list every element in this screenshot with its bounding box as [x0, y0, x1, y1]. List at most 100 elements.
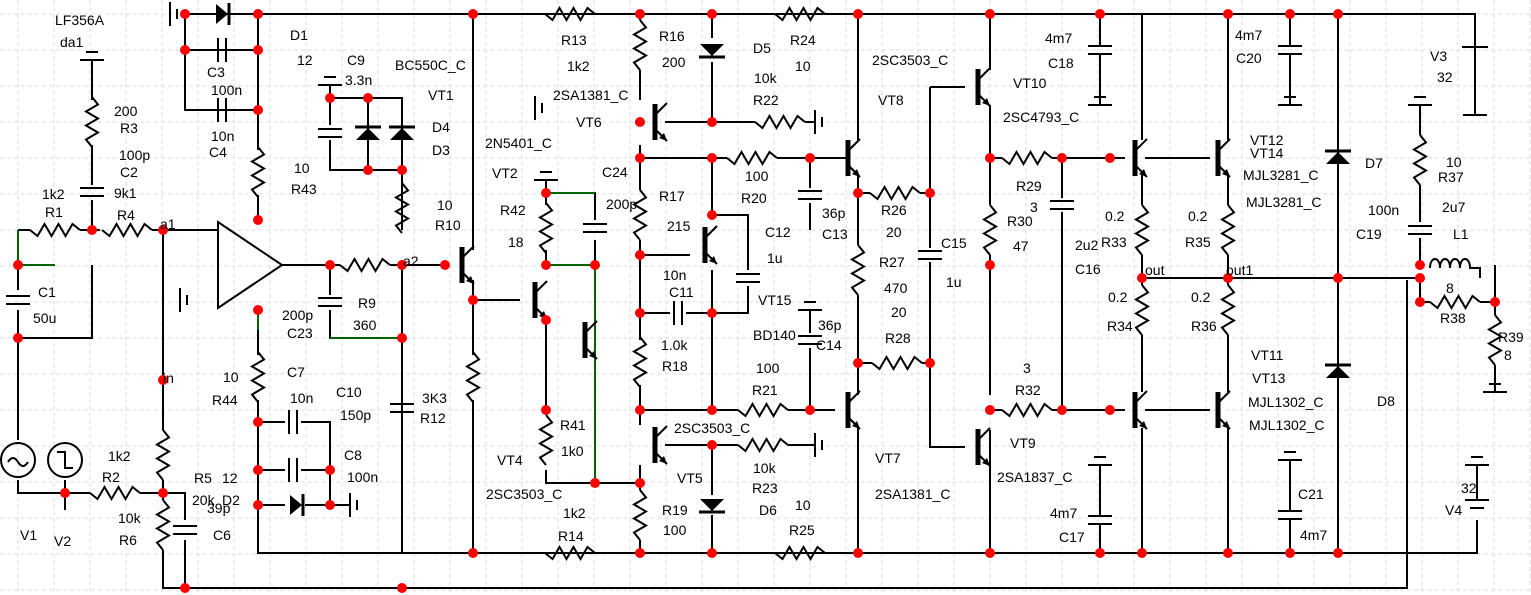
components: [0, 2, 1507, 561]
component-label: C9: [347, 52, 365, 68]
transistor-symbol: [704, 225, 718, 239]
component-label: D5: [753, 40, 771, 56]
component-label: 1u: [767, 250, 783, 266]
transistor-arrow: [1139, 169, 1147, 177]
transistor-arrow: [1222, 169, 1230, 177]
wire: [17, 480, 66, 494]
resistor-symbol: [544, 545, 596, 561]
component-label: 1k2: [42, 186, 65, 202]
junction-dot: [635, 405, 645, 415]
junction-dot: [325, 260, 335, 270]
resistor-symbol: [850, 244, 866, 296]
transistor-arrow: [982, 98, 990, 106]
component-label: 4m7: [1050, 505, 1077, 521]
junctions: [13, 9, 1500, 593]
component-label: R19: [662, 502, 688, 518]
component-label: 200: [114, 103, 138, 119]
transistor-arrow: [659, 133, 667, 141]
component-label: R39: [1498, 329, 1524, 345]
component-label: 200p: [606, 196, 637, 212]
component-label: R3: [120, 120, 138, 136]
junction-dot: [325, 93, 335, 103]
junction-dot: [541, 315, 551, 325]
component-label: C10: [336, 384, 362, 400]
component-label: R21: [752, 382, 778, 398]
voltage-source-symbol: [47, 442, 83, 478]
component-label: R18: [662, 358, 688, 374]
junction-dot: [707, 405, 717, 415]
junction-dot: [541, 188, 551, 198]
component-label: VT12: [1250, 132, 1284, 148]
component-label: 10k: [118, 510, 142, 526]
junction-dot: [853, 9, 863, 19]
transistor-symbol: [1217, 138, 1231, 152]
component-label: 12: [297, 52, 313, 68]
component-label: 100: [663, 522, 687, 538]
component-label: LF356A: [55, 12, 105, 28]
component-label: 360: [353, 317, 377, 333]
component-label: R26: [881, 202, 907, 218]
junction-dot: [707, 440, 717, 450]
component-label: R24: [790, 32, 816, 48]
junction-dot: [87, 225, 97, 235]
junction-dot: [468, 295, 478, 305]
transistor-symbol: [654, 425, 668, 439]
component-label: 10n: [290, 390, 313, 406]
junction-dot: [635, 478, 645, 488]
resistor-symbol: [871, 355, 923, 371]
component-label: R32: [1015, 382, 1041, 398]
component-label: 36p: [818, 317, 842, 333]
wire: [329, 140, 402, 171]
component-label: D4: [432, 119, 450, 135]
component-label: R17: [659, 188, 685, 204]
component-label: 2SC3503_C: [486, 486, 562, 502]
component-label: 2u2: [1075, 237, 1099, 253]
component-label: 12: [222, 470, 238, 486]
component-label: R44: [212, 392, 238, 408]
junction-dot: [707, 9, 717, 19]
resistor-symbol: [632, 189, 648, 241]
junction-dot: [180, 45, 190, 55]
component-label: 20: [891, 304, 907, 320]
resistor-symbol: [726, 150, 778, 166]
resistor-symbol: [1001, 150, 1053, 166]
component-label: R20: [741, 190, 767, 206]
component-label: C20: [1236, 50, 1262, 66]
resistor-symbol: [774, 545, 826, 561]
junction-dot: [363, 93, 373, 103]
transistor-symbol: [847, 390, 861, 404]
component-label: C24: [602, 164, 628, 180]
resistor-symbol: [632, 489, 648, 541]
component-label: 2SA1381_C: [875, 486, 951, 502]
junction-dot: [590, 260, 600, 270]
resistor-symbol: [632, 19, 648, 71]
component-label: 2SA1381_C: [553, 87, 629, 103]
component-label: C12: [765, 224, 791, 240]
junction-dot: [13, 333, 23, 343]
component-label: V2: [54, 533, 71, 549]
junction-dot: [158, 375, 168, 385]
component-label: 32: [1437, 69, 1453, 85]
component-label: D7: [1365, 155, 1383, 171]
component-label: out1: [1226, 262, 1253, 278]
resistor-symbol: [982, 204, 998, 256]
component-label: R16: [659, 28, 685, 44]
resistor-symbol: [1220, 284, 1236, 336]
junction-dot: [805, 153, 815, 163]
component-label: VT10: [1013, 75, 1047, 91]
wire: [920, 192, 931, 248]
component-label: R33: [1101, 234, 1127, 250]
component-label: 3.3n: [345, 72, 372, 88]
component-label: 215: [667, 218, 691, 234]
component-label: C2: [120, 164, 138, 180]
junction-dot: [180, 583, 190, 593]
component-label: 100: [745, 168, 769, 184]
resistor-symbol: [1134, 204, 1150, 256]
component-label: R22: [753, 92, 779, 108]
component-label: R36: [1191, 318, 1217, 334]
component-label: VT8: [878, 92, 904, 108]
transistor-symbol: [534, 280, 548, 294]
